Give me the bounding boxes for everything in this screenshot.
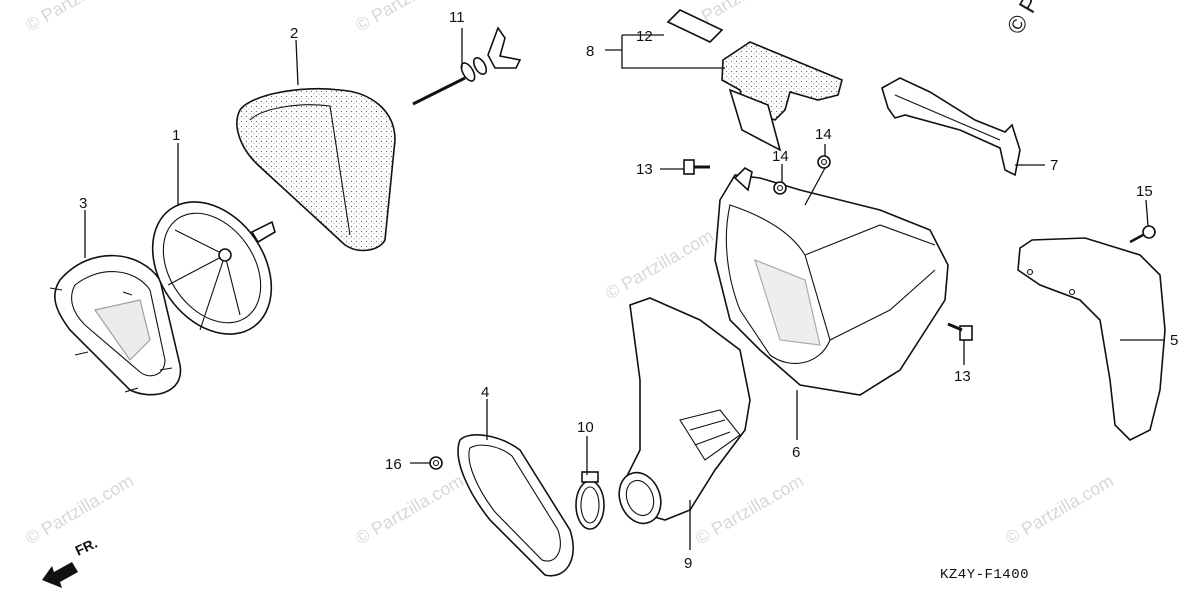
watermark: © Partzilla.com (1002, 470, 1117, 548)
watermark: © Partzilla.com (22, 470, 137, 548)
front-direction-arrow: FR. (42, 535, 100, 588)
part-1-cage (151, 201, 276, 335)
part-16-nut (429, 456, 443, 470)
part-7-bracket (881, 77, 1021, 177)
callout-10: 10 (577, 419, 594, 436)
part-5-guard (1017, 237, 1166, 441)
part-3-plate (49, 254, 182, 396)
watermark: © Partzilla.com (22, 0, 137, 35)
callout-5: 5 (1170, 332, 1178, 349)
arrow-icon (42, 562, 78, 588)
callouts: 1 2 3 4 5 6 7 8 9 10 11 12 13 13 14 14 1… (79, 9, 1178, 572)
watermark: © Partzilla.com (602, 225, 717, 303)
part-10-clamp (575, 471, 605, 530)
part-13-bolt-top (683, 159, 710, 175)
callout-11: 11 (449, 9, 465, 26)
part-2-foam (236, 87, 396, 252)
watermark: © Partzilla.com (352, 470, 467, 548)
part-4-gasket (457, 434, 574, 577)
callout-7: 7 (1050, 157, 1058, 174)
part-15-screw (1129, 225, 1156, 244)
leader-lines (84, 28, 1165, 550)
callout-6: 6 (792, 444, 800, 461)
part-6-housing (714, 167, 949, 396)
part-14-nut-left (773, 181, 787, 195)
callout-2: 2 (290, 25, 298, 42)
callout-15: 15 (1136, 183, 1153, 200)
part-9-boot (618, 297, 751, 525)
part-14-nut-right (817, 155, 831, 169)
callout-13-top: 13 (636, 161, 653, 178)
callout-12: 12 (636, 28, 653, 45)
callout-9: 9 (684, 555, 692, 572)
part-8-seal (721, 41, 843, 152)
part-12-label (666, 9, 724, 43)
part-11-bolt (412, 26, 522, 106)
diagram-code: KZ4Y-F1400 (940, 567, 1029, 583)
callout-14-left: 14 (772, 148, 789, 165)
direction-label: FR. (73, 535, 100, 559)
callout-4: 4 (481, 384, 489, 401)
callout-3: 3 (79, 195, 87, 212)
callout-1: 1 (172, 127, 180, 144)
watermark: © Partzilla.com (692, 470, 807, 548)
callout-16: 16 (385, 456, 402, 473)
callout-8: 8 (586, 43, 594, 60)
callout-14-right: 14 (815, 126, 832, 143)
part-13-bolt-right (947, 322, 973, 341)
copyright-mark: © Pa (1002, 0, 1053, 39)
callout-13-right: 13 (954, 368, 971, 385)
